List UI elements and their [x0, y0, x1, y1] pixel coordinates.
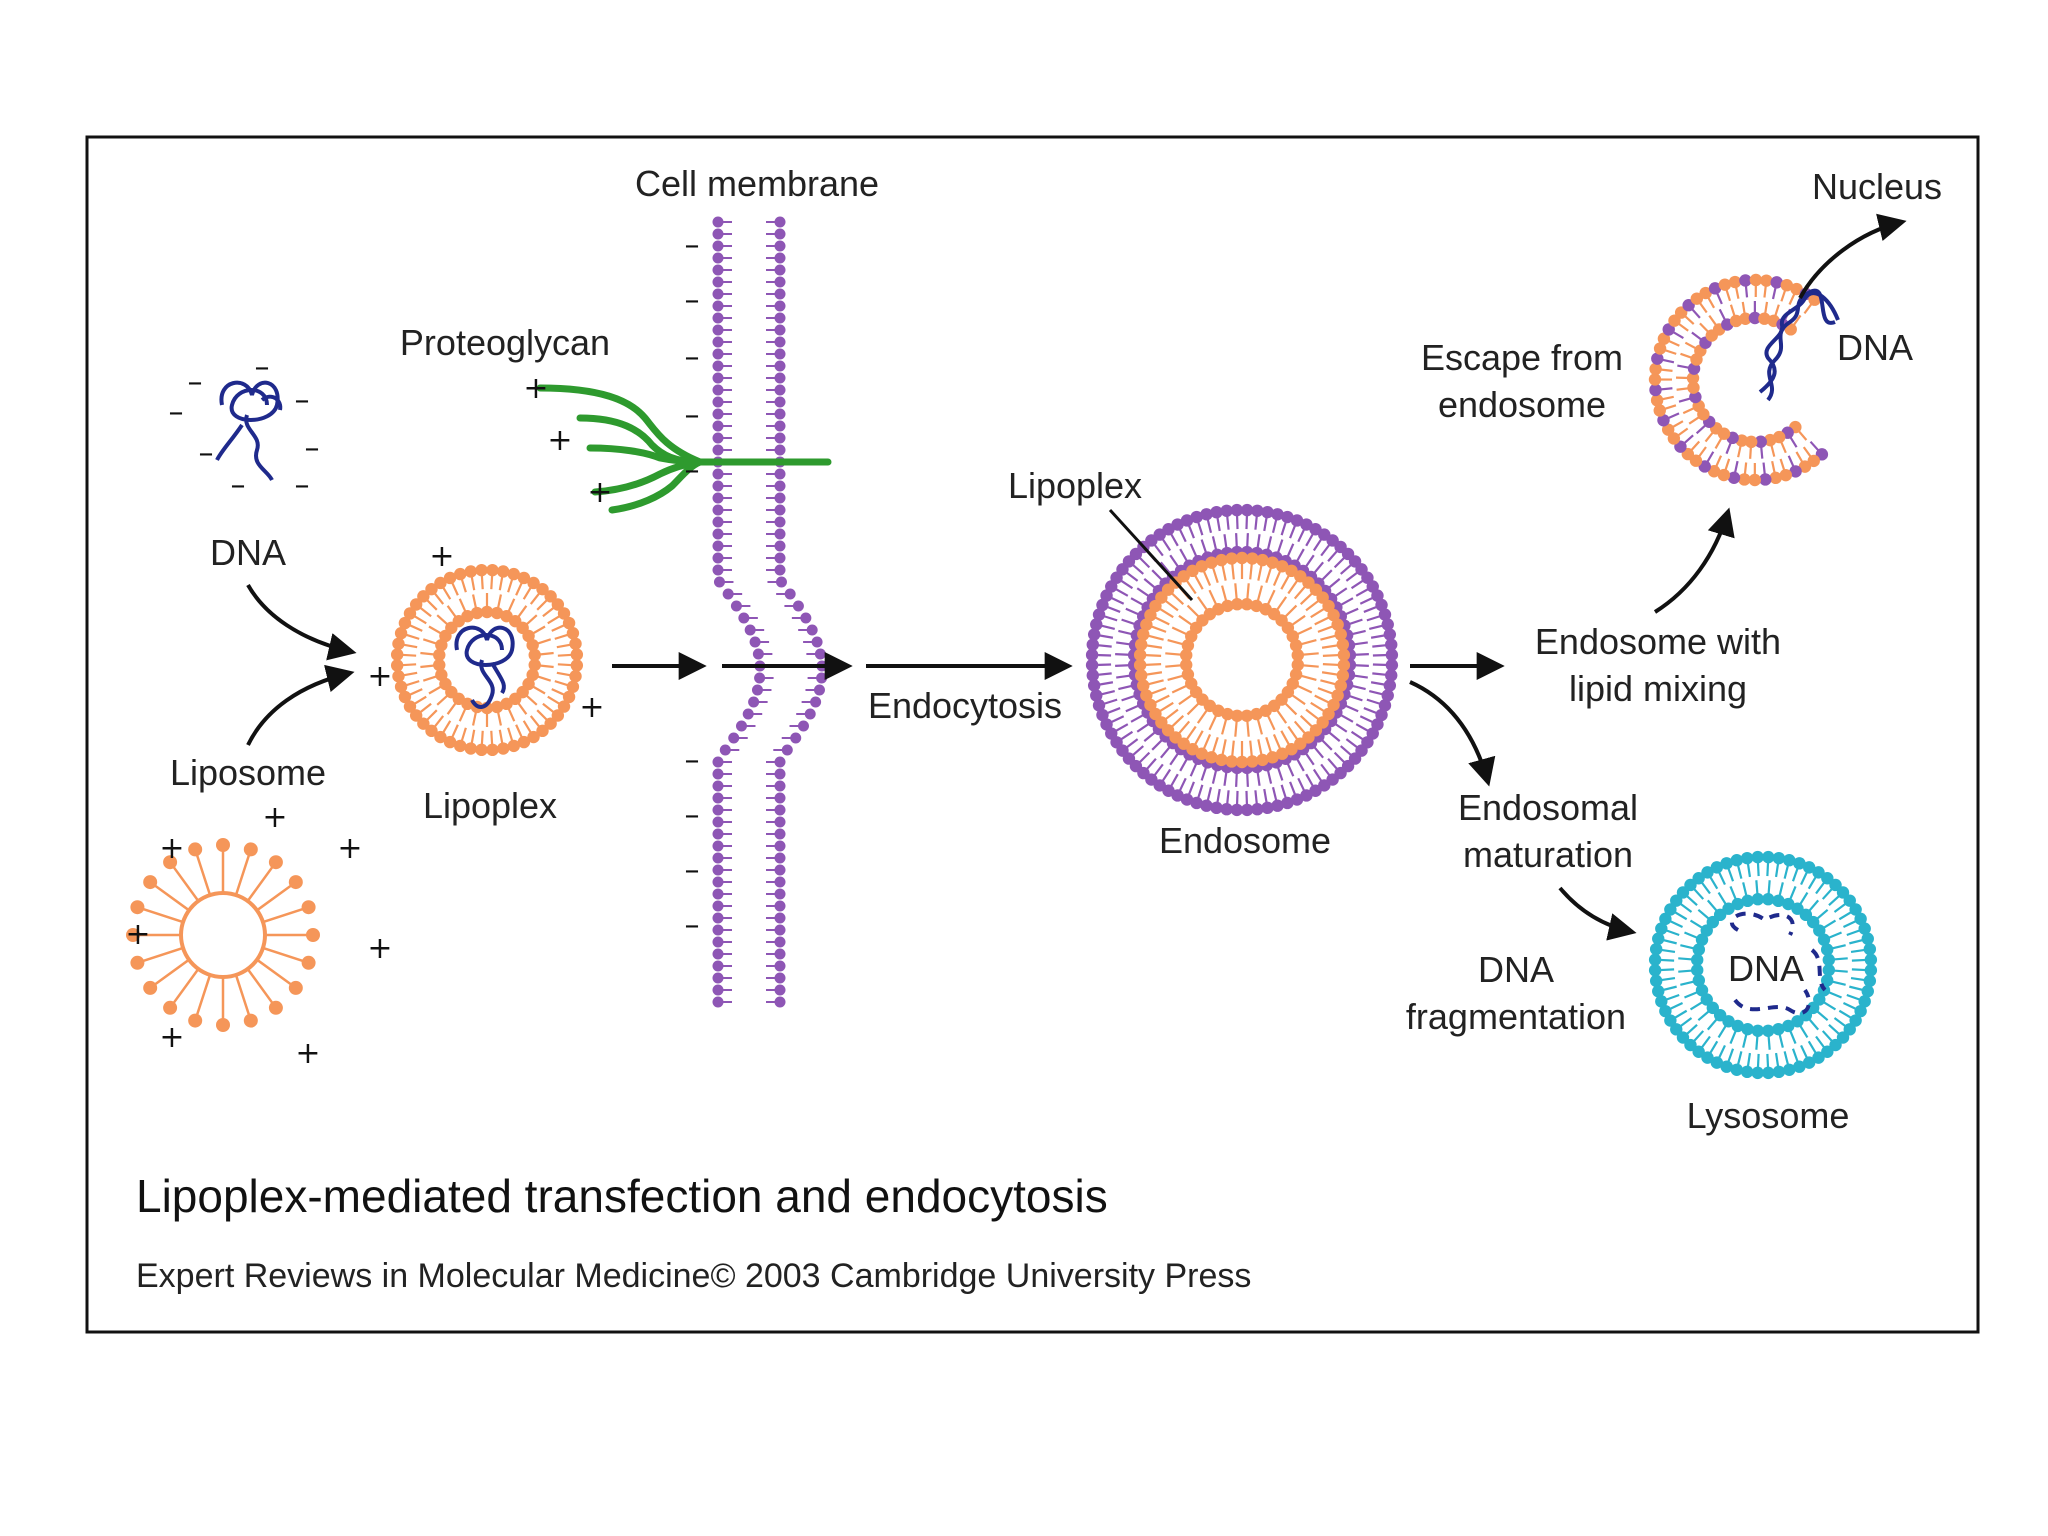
lipoplex-vesicle-inner-leaflet: [420, 593, 554, 727]
negative-charge-sign: –: [231, 468, 246, 503]
positive-charge-sign: +: [579, 690, 604, 725]
positive-charge-sign: +: [337, 831, 362, 866]
label-maturation-line1: Endosomal: [1458, 787, 1638, 828]
cell-membrane-bilayer: [712, 216, 828, 1008]
label-lysosome: Lysosome: [1687, 1095, 1850, 1136]
label-escape-line2: endosome: [1438, 384, 1606, 425]
figure-credit: Expert Reviews in Molecular Medicine© 20…: [136, 1257, 1251, 1295]
label-endosome: Endosome: [1159, 820, 1331, 861]
negative-charge-sign: –: [255, 350, 270, 385]
label-fragmentation-line1: DNA: [1478, 949, 1554, 990]
negative-charge-sign: –: [685, 908, 700, 943]
negative-charge-sign: –: [169, 395, 184, 430]
positive-charge-sign: +: [429, 539, 454, 574]
lipoplex-in-endosome-outer-leaflet: [1133, 551, 1351, 769]
positive-charge-sign: +: [367, 931, 392, 966]
negative-charge-sign: –: [685, 453, 700, 488]
lipoplex-vesicle-outer-leaflet: [390, 563, 584, 757]
dna-coil-free: [215, 380, 283, 482]
positive-charge-sign: +: [523, 371, 548, 406]
negative-charge-sign: –: [295, 383, 310, 418]
negative-charge-sign: –: [685, 853, 700, 888]
lysosome-inner-leaflet: [1678, 880, 1848, 1050]
label-endocytosis: Endocytosis: [868, 685, 1062, 726]
negative-charge-sign: –: [295, 468, 310, 503]
positive-charge-sign: +: [367, 659, 392, 694]
label-lipid-mixing-line1: Endosome with: [1535, 621, 1781, 662]
lipoplex-in-endosome: [1133, 551, 1351, 769]
negative-charge-sign: –: [188, 365, 203, 400]
label-dna-lysosome: DNA: [1728, 948, 1804, 989]
label-dna-escape: DNA: [1837, 327, 1913, 368]
process-arrows: [246, 213, 1907, 941]
dna-helix-escaping: [1758, 288, 1840, 402]
endosome-membrane: [1085, 503, 1399, 817]
endosome-membrane-outer-leaflet: [1085, 503, 1399, 817]
negative-charge-sign: –: [685, 340, 700, 375]
lipoplex-in-endosome-inner-leaflet: [1165, 583, 1319, 737]
positive-charge-sign: +: [587, 475, 612, 510]
negative-charge-sign: –: [305, 431, 320, 466]
negative-charge-sign: –: [199, 436, 214, 471]
negative-charge-sign: –: [685, 283, 700, 318]
negative-charge-sign: –: [685, 398, 700, 433]
lysosome-outer-leaflet: [1648, 850, 1878, 1080]
proteoglycan-chains: [536, 384, 832, 514]
label-fragmentation-line2: fragmentation: [1406, 996, 1626, 1037]
label-nucleus: Nucleus: [1812, 166, 1942, 207]
figure-title: Lipoplex-mediated transfection and endoc…: [136, 1170, 1108, 1222]
label-lipid-mixing-line2: lipid mixing: [1569, 668, 1747, 709]
negative-charge-sign: –: [685, 228, 700, 263]
positive-charge-sign: +: [295, 1036, 320, 1071]
dna-coil-in-lipoplex: [454, 625, 515, 709]
label-dna: DNA: [210, 532, 286, 573]
figure-frame: [85, 135, 1980, 1334]
lysosome: [1648, 850, 1878, 1080]
label-maturation-line2: maturation: [1463, 834, 1633, 875]
liposome: [126, 838, 320, 1032]
positive-charge-sign: +: [125, 917, 150, 952]
dna-fragments-lysosome: [1729, 911, 1827, 1016]
label-lipoplex: Lipoplex: [423, 785, 557, 826]
label-escape-line1: Escape from: [1421, 337, 1623, 378]
positive-charge-sign: +: [547, 423, 572, 458]
negative-charge-sign: –: [685, 798, 700, 833]
label-liposome: Liposome: [170, 752, 326, 793]
label-lipoplex-in-endosome: Lipoplex: [1008, 465, 1142, 506]
positive-charge-sign: +: [159, 831, 184, 866]
lipoplex-vesicle: [390, 563, 584, 757]
negative-charge-sign: –: [685, 743, 700, 778]
charge-signs: –––––––––––––––––+++++++++++++: [125, 228, 699, 1071]
label-proteoglycan: Proteoglycan: [400, 322, 610, 363]
positive-charge-sign: +: [159, 1020, 184, 1055]
label-cell-membrane: Cell membrane: [635, 163, 879, 204]
positive-charge-sign: +: [262, 800, 287, 835]
